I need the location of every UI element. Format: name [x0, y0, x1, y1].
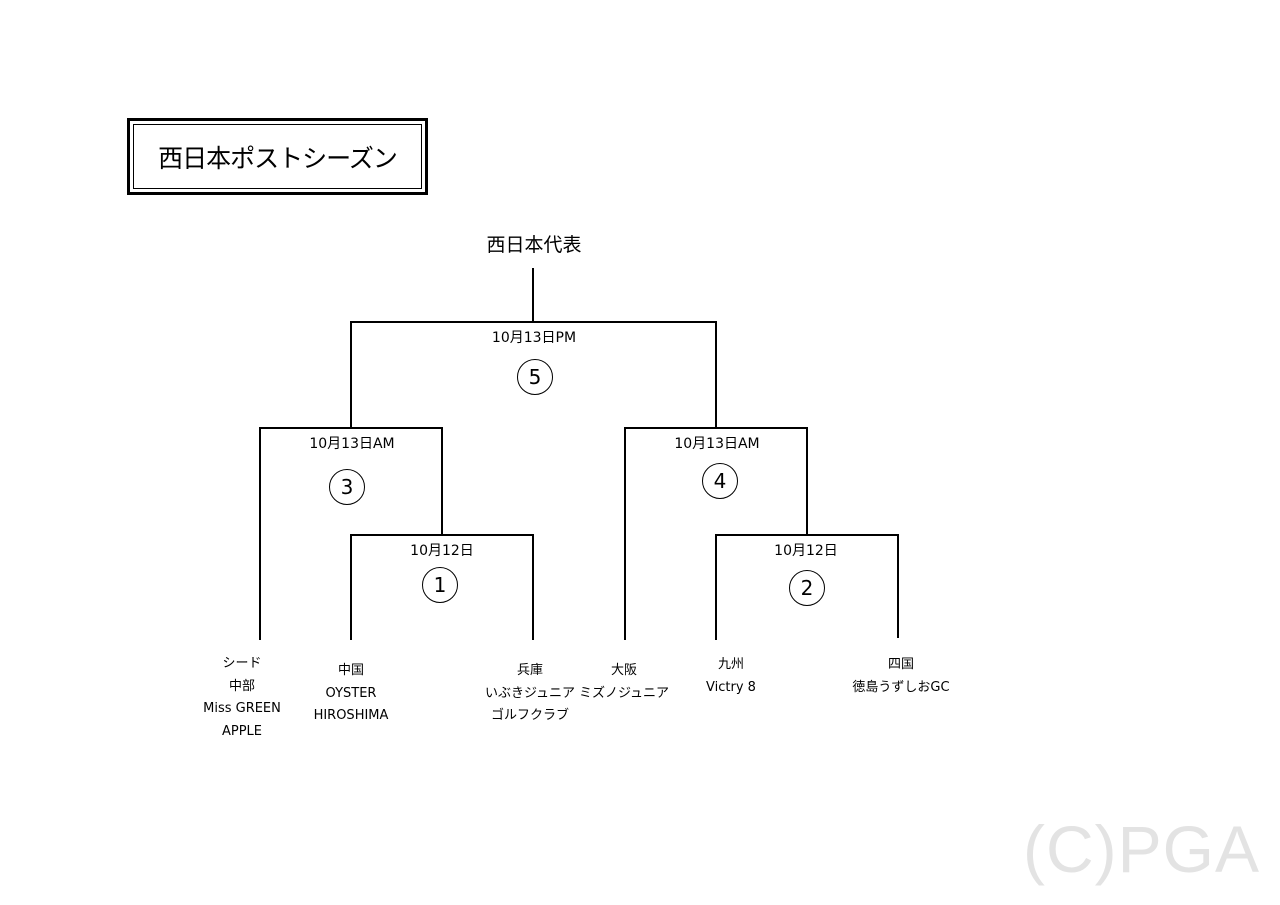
team-seed-line: APPLE	[221, 723, 263, 739]
team-hyogo-line: いぶきジュニア	[484, 685, 576, 701]
page-title: 西日本ポストシーズン	[133, 124, 422, 189]
match-4-bracket	[624, 427, 808, 640]
team-hyogo-line: ゴルフクラブ	[490, 708, 569, 723]
match-5-number: 5	[528, 365, 542, 389]
team-hyogo-line: 兵庫	[516, 663, 543, 678]
match-4-number: 4	[713, 469, 727, 493]
match-3-number: 3	[340, 475, 354, 499]
team-chugoku-line: OYSTER	[325, 685, 377, 701]
match-4-date: 10月13日AM	[674, 436, 760, 452]
match-3-number-badge: 3	[329, 469, 365, 505]
title-box: 西日本ポストシーズン	[127, 118, 428, 195]
team-seed-line: 中部	[228, 678, 255, 694]
team-chugoku-line: 中国	[337, 663, 364, 678]
match-1-bracket	[350, 534, 534, 640]
match-3-bracket	[259, 427, 443, 640]
team-chugoku: 中国 OYSTER HIROSHIMA	[291, 660, 411, 728]
team-kyushu-line: Victry 8	[706, 679, 756, 695]
champion-label: 西日本代表	[486, 234, 582, 256]
copyright-watermark: (C)PGA	[1023, 812, 1260, 886]
match-2-date: 10月12日	[774, 543, 838, 559]
team-shikoku: 四国 徳島うずしおGC	[826, 654, 976, 699]
team-osaka-line: ミズノジュニア	[578, 685, 670, 701]
match-3-date: 10月13日AM	[309, 436, 395, 452]
match-5-date: 10月13日PM	[491, 330, 577, 346]
team-osaka: 大阪 ミズノジュニア	[554, 660, 694, 705]
match-2-bracket	[715, 534, 899, 640]
match-5-number-badge: 5	[517, 359, 553, 395]
match-4-number-badge: 4	[702, 463, 738, 499]
match-2-number-badge: 2	[789, 570, 825, 606]
team-shikoku-line: 徳島うずしおGC	[852, 679, 950, 695]
match-1-number: 1	[433, 573, 447, 597]
match-1-date: 10月12日	[410, 543, 474, 559]
team-seed-line: Miss GREEN	[203, 701, 281, 716]
team-kyushu-line: 九州	[717, 657, 744, 672]
team-chugoku-line: HIROSHIMA	[313, 708, 389, 723]
match-5-bracket	[350, 321, 717, 428]
match-2-number: 2	[800, 576, 814, 600]
team-kyushu: 九州 Victry 8	[671, 654, 791, 699]
match-1-number-badge: 1	[422, 567, 458, 603]
team-seed-line: シード	[222, 656, 262, 671]
team-osaka-line: 大阪	[610, 663, 637, 678]
team-shikoku-line: 四国	[887, 657, 914, 672]
team-hyogo: 兵庫 いぶきジュニア ゴルフクラブ	[460, 660, 600, 728]
team-seed: シード 中部 Miss GREEN APPLE	[182, 653, 302, 743]
